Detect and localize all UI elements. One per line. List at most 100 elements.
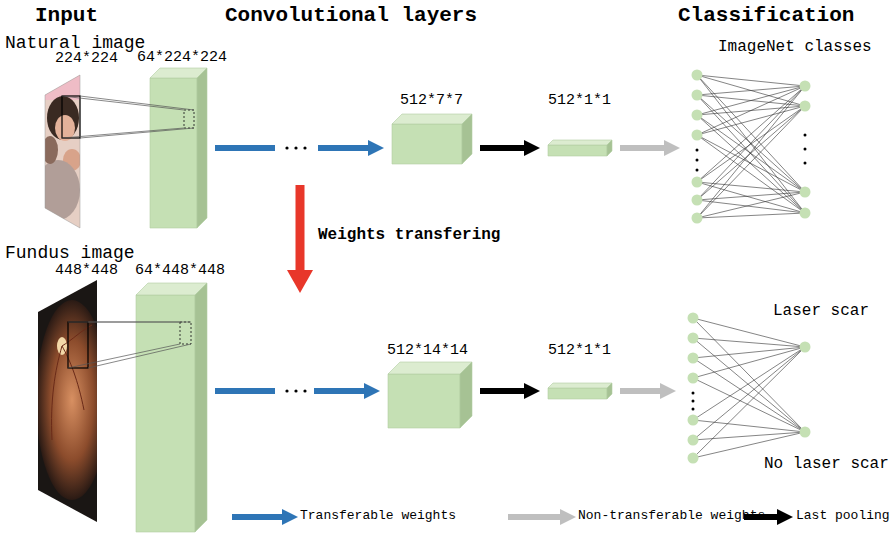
kernel-line bbox=[80, 128, 194, 138]
weight-line bbox=[693, 318, 805, 347]
legend-text-holder: Transferable weights bbox=[300, 509, 456, 524]
art-group bbox=[548, 140, 612, 156]
neuron bbox=[800, 81, 811, 92]
column-heading: Input bbox=[35, 4, 98, 28]
arrow-head bbox=[368, 140, 384, 156]
weight-line bbox=[697, 86, 805, 200]
size-label-holder: 64*448*448 bbox=[135, 262, 225, 279]
neuron bbox=[692, 130, 703, 141]
arrow-shaft bbox=[318, 145, 370, 151]
legend-arrow-head bbox=[560, 509, 576, 525]
legend-text-holder: Last pooling bbox=[796, 509, 890, 524]
weight-line bbox=[697, 75, 805, 213]
weight-line bbox=[693, 338, 805, 432]
vessels bbox=[52, 325, 92, 440]
fundus-photo bbox=[36, 278, 108, 524]
legend-text: Last pooling bbox=[796, 509, 890, 524]
ellipsis-dot bbox=[804, 162, 807, 165]
class-label: No laser scar bbox=[764, 455, 889, 473]
kernel-line bbox=[68, 344, 180, 368]
neuron bbox=[688, 415, 699, 426]
size-label-holder: 224*224 bbox=[55, 50, 118, 67]
art-group bbox=[548, 383, 612, 399]
size-label-holder: 64*224*224 bbox=[137, 49, 227, 66]
neuron bbox=[692, 177, 703, 188]
feature-plate: 64*224*224 bbox=[150, 68, 207, 228]
neuron bbox=[800, 187, 811, 198]
art-group bbox=[36, 278, 108, 524]
weight-line bbox=[697, 106, 805, 135]
size-label: 224*224 bbox=[55, 50, 118, 67]
block-front bbox=[388, 374, 460, 428]
photo-frame bbox=[45, 75, 80, 228]
size-label: 64*448*448 bbox=[135, 262, 225, 279]
weight-line bbox=[693, 347, 805, 458]
class-label-holder: ImageNet classes bbox=[718, 38, 872, 56]
neuron bbox=[692, 90, 703, 101]
neuron bbox=[800, 208, 811, 219]
legend-arrow-shaft bbox=[508, 514, 562, 520]
pooled-slab-art bbox=[548, 383, 612, 399]
neuron bbox=[688, 453, 699, 464]
natural-photo bbox=[36, 72, 82, 230]
neuron bbox=[800, 342, 811, 353]
feature-cube: 512*14*14 bbox=[388, 362, 472, 428]
ellipsis-dot bbox=[804, 148, 807, 151]
ellipsis-dot bbox=[285, 146, 288, 149]
neuron bbox=[688, 373, 699, 384]
kernel-output bbox=[184, 110, 194, 128]
block-top bbox=[392, 114, 472, 124]
weight-line bbox=[697, 95, 805, 192]
column-heading-holder: Input bbox=[35, 4, 98, 28]
plate-side bbox=[197, 68, 207, 228]
neuron bbox=[688, 313, 699, 324]
ellipsis-dot bbox=[692, 408, 695, 411]
size-label: 64*224*224 bbox=[137, 49, 227, 66]
arrow-shaft bbox=[215, 145, 275, 151]
arrow-head bbox=[524, 383, 540, 399]
weight-line bbox=[693, 347, 805, 420]
plate-front bbox=[136, 295, 195, 532]
legend-blue-arrow bbox=[232, 509, 298, 525]
block-front bbox=[392, 124, 462, 164]
input-image-art bbox=[36, 278, 99, 524]
classifier-net-art bbox=[688, 65, 815, 227]
weight-line bbox=[697, 106, 805, 200]
ellipsis-dot bbox=[696, 169, 699, 172]
weight-line bbox=[697, 106, 805, 218]
legend-arrow-head bbox=[777, 509, 793, 525]
plate-front bbox=[150, 78, 197, 228]
transfer-label-holder: Weights transfering bbox=[318, 226, 500, 244]
pooling-arrow bbox=[480, 383, 540, 399]
column-heading: Classification bbox=[678, 4, 854, 28]
image-name-holder: Fundus image bbox=[5, 243, 135, 264]
art-group bbox=[62, 68, 207, 228]
kernel-square bbox=[68, 322, 88, 368]
transfer-arrow-shaft bbox=[296, 185, 305, 272]
class-label-holder: Laser scar bbox=[773, 302, 869, 320]
legend-arrow-head bbox=[282, 509, 298, 525]
block-side bbox=[607, 383, 612, 399]
weight-line bbox=[697, 135, 805, 192]
column-heading-holder: Classification bbox=[678, 4, 854, 28]
photo-body bbox=[36, 160, 80, 220]
size-label-holder: 512*1*1 bbox=[548, 342, 611, 359]
weight-line bbox=[693, 432, 805, 458]
classifier-net: ImageNet classes bbox=[688, 65, 815, 227]
weight-line bbox=[697, 192, 805, 218]
block-top bbox=[548, 140, 612, 145]
size-label: 512*1*1 bbox=[548, 342, 611, 359]
photo-hair bbox=[47, 96, 79, 140]
input-image: Fundus image448*448 bbox=[36, 278, 99, 524]
pooled-slab-art bbox=[548, 140, 612, 156]
neuron bbox=[800, 101, 811, 112]
ellipsis-dot bbox=[692, 392, 695, 395]
size-label-holder: 512*7*7 bbox=[400, 92, 463, 109]
weight-line bbox=[693, 347, 805, 440]
kernel-line bbox=[62, 96, 184, 110]
neuron bbox=[688, 435, 699, 446]
pooling-arrow bbox=[480, 140, 540, 156]
legend-text-holder: Non-transferable weights bbox=[578, 509, 765, 524]
image-name: Fundus image bbox=[5, 243, 135, 264]
